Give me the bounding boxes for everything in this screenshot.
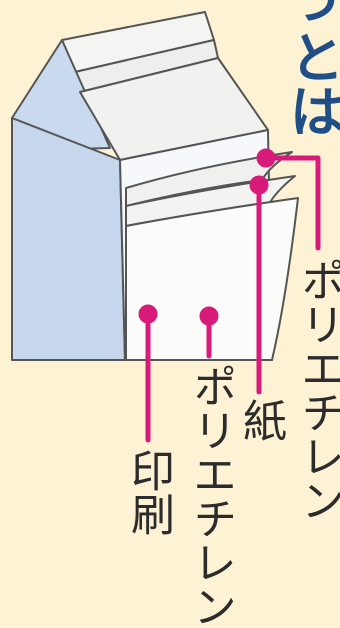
label-inner-polyethylene: ポリエチレン	[185, 364, 236, 628]
leader-dot-inner-polyethylene	[199, 306, 219, 326]
label-printing: 印刷	[123, 448, 174, 536]
leader-dot-outer-polyethylene	[256, 148, 276, 168]
leader-dot-printing	[138, 304, 158, 324]
heading-char-1: う	[290, 0, 340, 26]
label-paper: 紙	[235, 398, 286, 442]
milk-carton-diagram	[11, 11, 321, 443]
heading-char-2: とは	[290, 27, 340, 144]
leader-lines	[138, 148, 321, 443]
label-outer-polyethylene: ポリエチレン	[293, 258, 340, 522]
leader-dot-paper	[249, 175, 269, 195]
heading-partial: う とは	[290, 0, 340, 140]
